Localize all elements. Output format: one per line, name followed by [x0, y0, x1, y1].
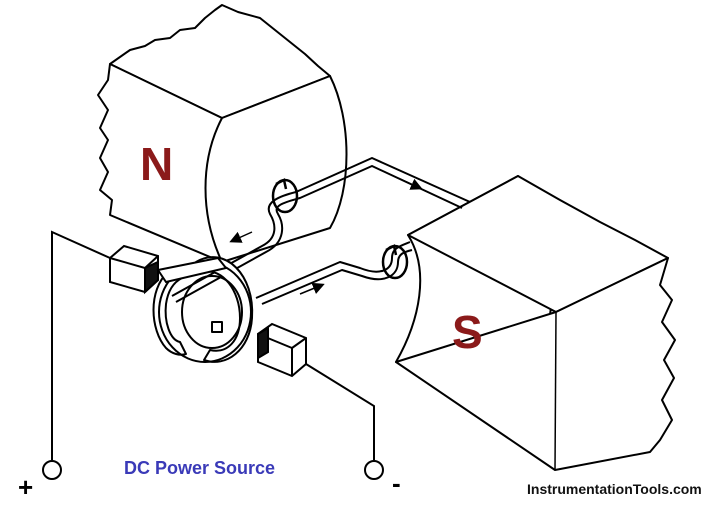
north-pole-label: N	[140, 138, 173, 190]
current-arrow-1	[229, 231, 253, 243]
external-wiring	[51, 230, 375, 460]
negative-sign: -	[392, 468, 401, 498]
south-pole-shading	[554, 311, 557, 471]
current-arrows	[229, 177, 423, 295]
positive-terminal	[42, 460, 62, 480]
commutator	[152, 256, 254, 363]
positive-sign: +	[18, 472, 33, 502]
south-pole-label: S	[452, 306, 483, 358]
current-arrow-3	[299, 282, 325, 295]
wire-negative	[305, 363, 375, 460]
brush-right	[257, 322, 307, 378]
negative-terminal	[364, 460, 384, 480]
rotation-indicator-lower	[381, 244, 409, 280]
brush-left	[109, 244, 159, 295]
brush-contact-blade	[156, 256, 228, 284]
watermark-text: InstrumentationTools.com	[527, 481, 702, 497]
rotation-indicator-upper	[271, 178, 299, 214]
wire-positive	[51, 230, 111, 460]
current-arrow-2	[397, 177, 423, 190]
north-pole-magnet	[97, 4, 348, 263]
dc-power-source-caption: DC Power Source	[124, 458, 275, 478]
south-pole-magnet	[395, 175, 676, 471]
